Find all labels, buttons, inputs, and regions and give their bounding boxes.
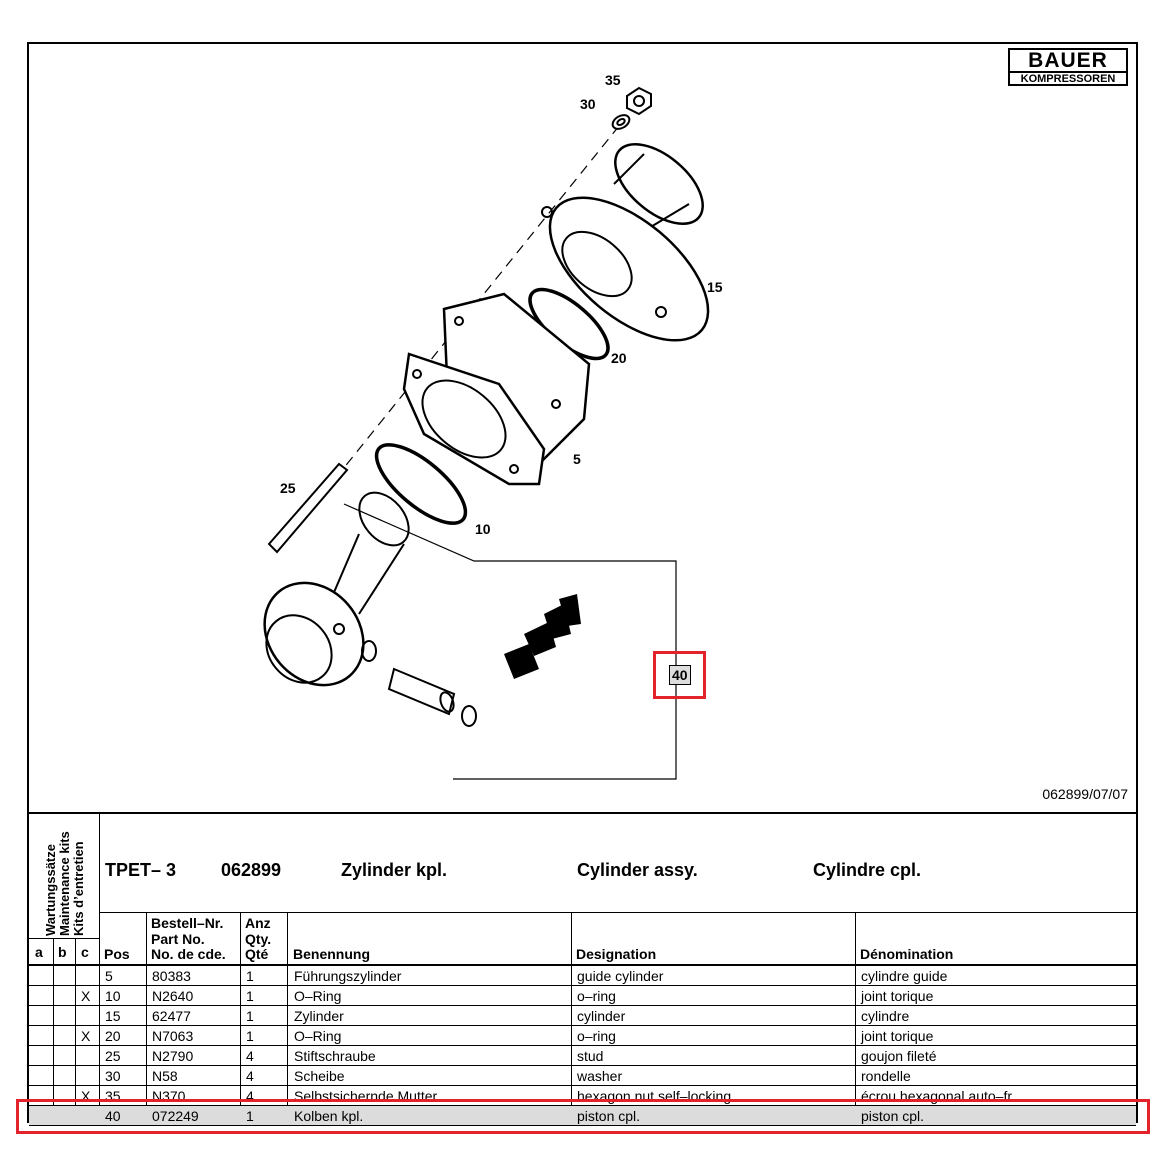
benennung-cell: O–Ring xyxy=(294,1028,342,1044)
parts-sheet: BAUER KOMPRESSOREN 35 30 15 20 5 25 10 4… xyxy=(16,42,1150,1134)
table-row: X 10 N2640 1 O–Ring o–ring joint torique xyxy=(29,986,1136,1006)
designation-cell: o–ring xyxy=(577,1028,616,1044)
table-row: 40 072249 1 Kolben kpl. piston cpl. pist… xyxy=(29,1106,1136,1126)
row-divider xyxy=(29,1065,1136,1066)
benennung-cell: Stiftschraube xyxy=(294,1048,376,1064)
callout-5: 5 xyxy=(573,451,581,467)
title-de: Zylinder kpl. xyxy=(341,860,448,880)
callout-10: 10 xyxy=(475,521,491,537)
denomination-cell: goujon fileté xyxy=(861,1048,937,1064)
qty-cell: 4 xyxy=(246,1088,254,1104)
benennung-cell: Scheibe xyxy=(294,1068,345,1084)
col-denomination-header: Dénomination xyxy=(860,946,954,962)
designation-cell: cylinder xyxy=(577,1008,626,1024)
denomination-cell: rondelle xyxy=(861,1068,911,1084)
bauer-logo: BAUER KOMPRESSOREN xyxy=(1008,48,1128,86)
assembly-code: 062899 xyxy=(221,860,282,880)
kit-c-mark: X xyxy=(81,1088,91,1104)
qty-cell: 4 xyxy=(246,1068,254,1084)
row-divider xyxy=(29,1045,1136,1046)
designation-cell: o–ring xyxy=(577,988,616,1004)
table-row: 30 N58 4 Scheibe washer rondelle xyxy=(29,1066,1136,1086)
denomination-cell: joint torique xyxy=(861,1028,934,1044)
designation-cell: piston cpl. xyxy=(577,1108,641,1124)
part-no-cell: N2790 xyxy=(152,1048,194,1064)
callout-30: 30 xyxy=(580,96,596,112)
part-no-cell: N2640 xyxy=(152,988,194,1004)
assembly-title-row: TPET– 3 062899 Zylinder kpl. Cylinder as… xyxy=(99,814,1136,913)
col-b-header: b xyxy=(58,944,67,960)
denomination-cell: joint torique xyxy=(861,988,934,1004)
table-row: 5 80383 1 Führungszylinder guide cylinde… xyxy=(29,966,1136,986)
benennung-cell: O–Ring xyxy=(294,988,342,1004)
cylinder-exploded-view xyxy=(263,86,710,780)
callout-25: 25 xyxy=(280,480,296,496)
col-benennung-header: Benennung xyxy=(293,946,370,962)
denomination-cell: cylindre xyxy=(861,1008,910,1024)
col-partno-header-de: Bestell–Nr. xyxy=(151,915,224,931)
table-row: 15 62477 1 Zylinder cylinder cylindre xyxy=(29,1006,1136,1026)
pos-cell: 5 xyxy=(105,968,113,984)
callout-40: 40 xyxy=(669,665,691,685)
benennung-cell: Führungszylinder xyxy=(294,968,402,984)
pos-cell: 10 xyxy=(105,988,121,1004)
designation-cell: washer xyxy=(577,1068,623,1084)
part-no-cell: 80383 xyxy=(152,968,191,984)
row-divider xyxy=(29,1085,1136,1086)
kit-c-mark: X xyxy=(81,1028,91,1044)
callout-40-highlight xyxy=(653,651,706,699)
row-40-highlight xyxy=(16,1099,1150,1134)
callout-15: 15 xyxy=(707,279,723,295)
col-c-header: c xyxy=(81,944,89,960)
model-name: TPET– 3 xyxy=(105,860,177,880)
row-divider xyxy=(29,1125,1136,1126)
parts-table: Wartungssätze Maintenance kits Kits d’en… xyxy=(16,812,1150,1134)
doc-reference: 062899/07/07 xyxy=(1042,786,1128,802)
part-no-cell: N7063 xyxy=(152,1028,194,1044)
row-divider xyxy=(29,1005,1136,1006)
qty-cell: 1 xyxy=(246,988,254,1004)
title-fr: Cylindre cpl. xyxy=(813,860,922,880)
denomination-cell: piston cpl. xyxy=(861,1108,925,1124)
col-a-header: a xyxy=(35,944,43,960)
table-row: X 20 N7063 1 O–Ring o–ring joint torique xyxy=(29,1026,1136,1046)
callout-20: 20 xyxy=(611,350,627,366)
col-qty-header-en: Qty. xyxy=(245,931,272,947)
col-qty-header-de: Anz xyxy=(245,915,271,931)
pos-cell: 30 xyxy=(105,1068,121,1084)
kit-c-mark: X xyxy=(81,988,91,1004)
qty-cell: 4 xyxy=(246,1048,254,1064)
table-row: 25 N2790 4 Stiftschraube stud goujon fil… xyxy=(29,1046,1136,1066)
part-no-cell: 62477 xyxy=(152,1008,191,1024)
qty-cell: 1 xyxy=(246,1108,254,1124)
part-no-cell: N58 xyxy=(152,1068,178,1084)
exploded-drawing: BAUER KOMPRESSOREN 35 30 15 20 5 25 10 4… xyxy=(29,44,1136,812)
title-en: Cylinder assy. xyxy=(577,860,698,880)
designation-cell: stud xyxy=(577,1048,604,1064)
pos-cell: 40 xyxy=(105,1108,121,1124)
row-divider xyxy=(29,985,1136,986)
qty-cell: 1 xyxy=(246,1028,254,1044)
qty-cell: 1 xyxy=(246,968,254,984)
col-designation-header: Designation xyxy=(576,946,657,962)
denomination-cell: cylindre guide xyxy=(861,968,948,984)
row-divider xyxy=(29,1105,1136,1106)
pos-cell: 20 xyxy=(105,1028,121,1044)
col-partno-header-en: Part No. xyxy=(151,931,205,947)
designation-cell: guide cylinder xyxy=(577,968,664,984)
pos-cell: 15 xyxy=(105,1008,121,1024)
maintenance-kits-label: Wartungssätze Maintenance kits Kits d’en… xyxy=(43,831,86,936)
qty-cell: 1 xyxy=(246,1008,254,1024)
pos-cell: 25 xyxy=(105,1048,121,1064)
benennung-cell: Kolben kpl. xyxy=(294,1108,364,1124)
benennung-cell: Zylinder xyxy=(294,1008,344,1024)
col-qty-header-fr: Qté xyxy=(245,946,269,962)
col-pos-header: Pos xyxy=(104,946,130,962)
part-no-cell: 072249 xyxy=(152,1108,199,1124)
row-divider xyxy=(29,1025,1136,1026)
callout-35: 35 xyxy=(605,72,621,88)
col-partno-header-fr: No. de cde. xyxy=(151,946,226,962)
